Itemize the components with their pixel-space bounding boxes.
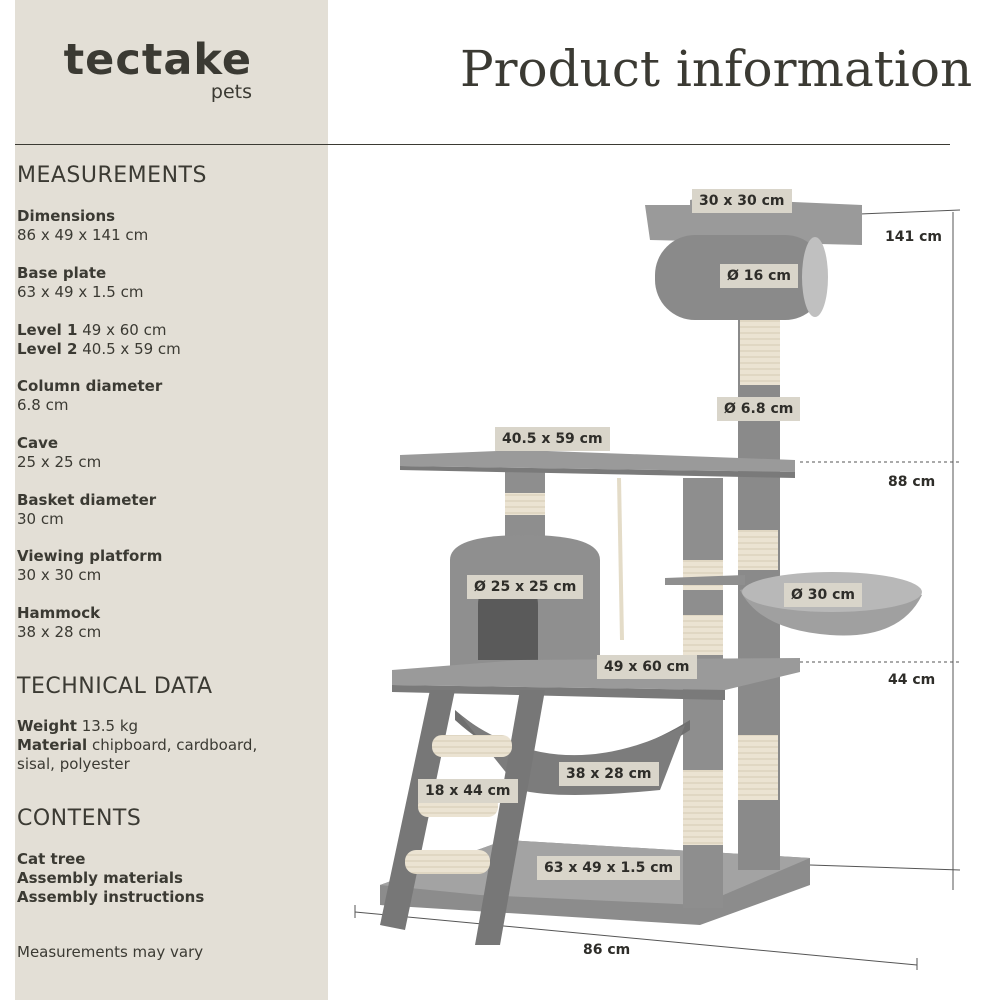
list-item: Cat tree — [17, 850, 86, 868]
level1-platform — [392, 658, 800, 690]
list-item: Assembly materials — [17, 869, 183, 887]
spec-platform: Viewing platform 30 x 30 cm — [17, 547, 322, 585]
header-divider — [15, 144, 950, 145]
contents-list: Cat tree Assembly materials Assembly ins… — [17, 850, 322, 907]
dim-width: 86 cm — [583, 942, 631, 958]
spec-label: Level 2 — [17, 340, 78, 358]
label-cave: Ø 25 x 25 cm — [467, 575, 584, 599]
label-level2: 40.5 x 59 cm — [495, 427, 610, 451]
level2-platform — [400, 450, 795, 472]
spec-value: 30 cm — [17, 510, 64, 528]
section-technical: TECHNICAL DATA — [17, 674, 213, 699]
page-title: Product information — [460, 40, 973, 98]
dim-height-level1: 44 cm — [888, 672, 936, 688]
label-tube: Ø 16 cm — [720, 264, 799, 288]
spec-value: 40.5 x 59 cm — [82, 340, 181, 358]
spec-basket: Basket diameter 30 cm — [17, 491, 322, 529]
label-base: 63 x 49 x 1.5 cm — [537, 856, 681, 880]
spec-value: 30 x 30 cm — [17, 566, 102, 584]
section-measurements: MEASUREMENTS — [17, 163, 207, 188]
spec-label: Level 1 — [17, 321, 78, 339]
label-level1: 49 x 60 cm — [597, 655, 697, 679]
spec-label: Material — [17, 736, 88, 754]
dim-height-level2: 88 cm — [888, 474, 936, 490]
dim-height-total: 141 cm — [885, 229, 942, 245]
spec-label: Dimensions — [17, 207, 116, 225]
label-viewing-platform: 30 x 30 cm — [692, 189, 792, 213]
spec-hammock: Hammock 38 x 28 cm — [17, 604, 322, 642]
spec-dimensions: Dimensions 86 x 49 x 141 cm — [17, 207, 322, 245]
spec-label: Cave — [17, 434, 59, 452]
spec-label: Weight — [17, 717, 77, 735]
spec-value: 13.5 kg — [81, 717, 139, 735]
spec-technical: Weight 13.5 kg Material chipboard, cardb… — [17, 717, 322, 774]
cat-tree-illustration — [354, 198, 962, 970]
spec-base-plate: Base plate 63 x 49 x 1.5 cm — [17, 264, 322, 302]
spec-label: Viewing platform — [17, 547, 163, 565]
spec-label: Hammock — [17, 604, 101, 622]
spec-value: 25 x 25 cm — [17, 453, 102, 471]
sidebar-panel — [15, 0, 328, 1000]
spec-value: chipboard, cardboard, sisal, polyester — [17, 736, 258, 773]
brand-subtitle: pets — [210, 81, 252, 103]
label-hammock: 38 x 28 cm — [559, 762, 659, 786]
brand-name: tectake — [63, 35, 252, 85]
brand-logo: tectake pets — [62, 36, 252, 102]
spec-value: 6.8 cm — [17, 396, 69, 414]
disclaimer-note: Measurements may vary — [17, 943, 204, 961]
spec-value: 63 x 49 x 1.5 cm — [17, 283, 144, 301]
label-ladder: 18 x 44 cm — [418, 779, 518, 803]
spec-cave: Cave 25 x 25 cm — [17, 434, 322, 472]
label-column: Ø 6.8 cm — [717, 397, 801, 421]
dimension-lines — [354, 209, 962, 970]
spec-value: 49 x 60 cm — [82, 321, 167, 339]
label-basket: Ø 30 cm — [784, 583, 863, 607]
spec-label: Basket diameter — [17, 491, 157, 509]
spec-value: 86 x 49 x 141 cm — [17, 226, 149, 244]
spec-value: 38 x 28 cm — [17, 623, 102, 641]
spec-levels: Level 1 49 x 60 cm Level 2 40.5 x 59 cm — [17, 321, 322, 359]
spec-column: Column diameter 6.8 cm — [17, 377, 322, 415]
list-item: Assembly instructions — [17, 888, 205, 906]
spec-label: Column diameter — [17, 377, 163, 395]
section-contents: CONTENTS — [17, 806, 142, 831]
spec-label: Base plate — [17, 264, 107, 282]
